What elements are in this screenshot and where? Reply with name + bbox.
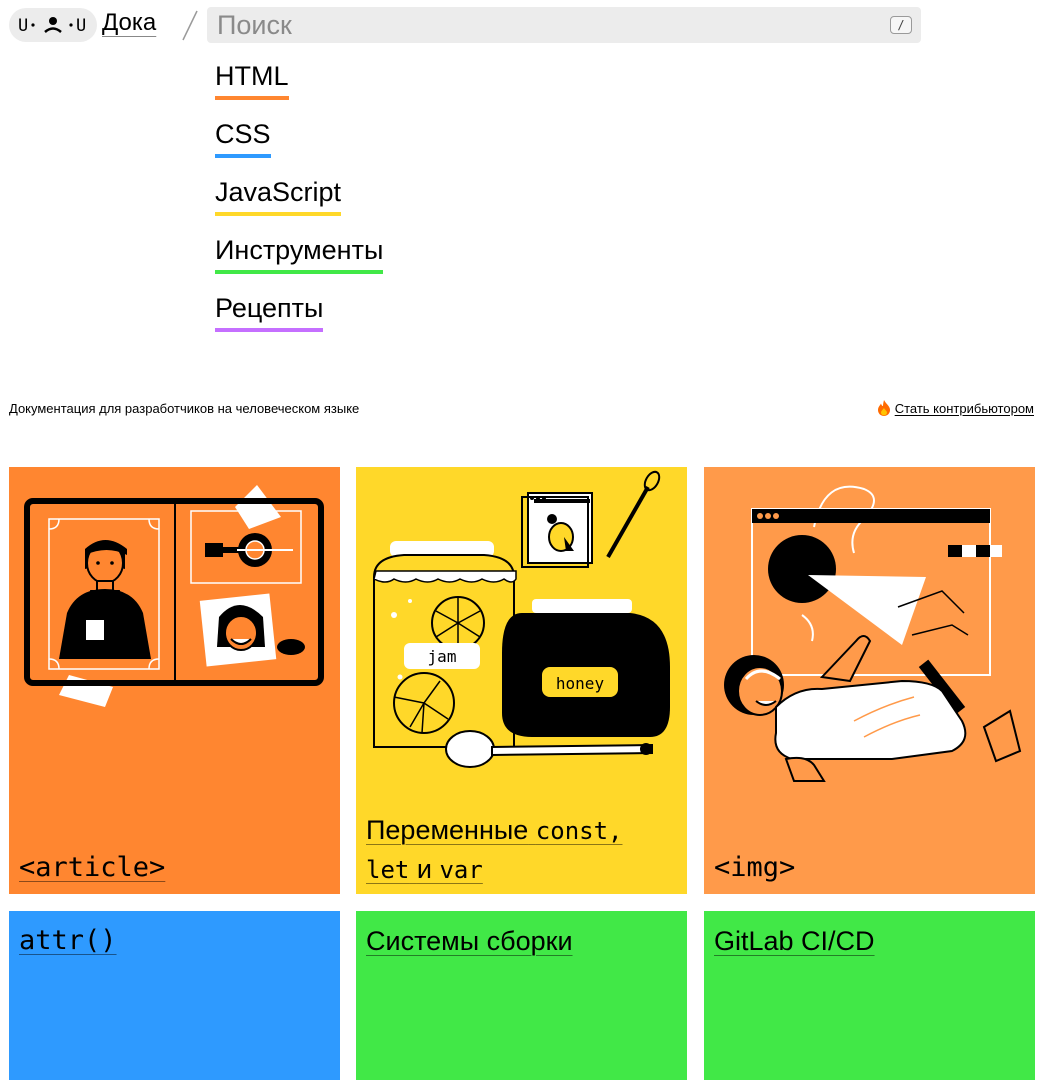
card-title[interactable]: attr() [19,925,117,956]
site-tagline: Документация для разработчиков на челове… [9,401,360,416]
card-build-systems[interactable]: Системы сборки [356,911,687,1080]
site-header: U U Дока / [0,0,1052,50]
svg-text:U: U [76,16,86,35]
nav-link-tools[interactable]: Инструменты [215,234,384,274]
title-code: let [366,856,410,884]
search-shortcut-badge: / [890,16,912,34]
nav-link-html[interactable]: HTML [215,60,289,100]
nav-link-recipes[interactable]: Рецепты [215,292,324,332]
card-variables[interactable]: jam honey Переменные const, let и var [356,467,687,894]
search-input[interactable] [207,7,921,43]
card-img[interactable]: <img> [704,467,1035,894]
contribute-link[interactable]: Стать контрибьютором [877,400,1034,416]
contribute-label: Стать контрибьютором [894,400,1034,416]
title-code: const, [535,817,623,845]
img-illustration [724,485,1022,782]
title-part: и [416,854,432,884]
title-code: var [439,856,483,884]
pot-label: honey [556,674,605,693]
nav-link-javascript[interactable]: JavaScript [215,176,342,216]
title-part: Переменные [366,815,529,845]
logo[interactable]: U U [9,8,97,42]
card-title[interactable]: <img> [714,852,796,883]
card-title[interactable]: GitLab CI/CD [714,926,875,956]
nav-link-css[interactable]: CSS [215,118,271,158]
article-illustration [24,485,324,707]
card-title[interactable]: Системы сборки [366,926,573,956]
card-attr[interactable]: attr() [9,911,340,1080]
breadcrumb-separator-icon [182,10,198,41]
site-name-link[interactable]: Дока [102,9,157,36]
logo-icon: U U [18,16,86,35]
svg-text:U: U [18,16,28,35]
card-gitlab-ci[interactable]: GitLab CI/CD [704,911,1035,1080]
card-title[interactable]: <article> [19,852,166,883]
card-article[interactable]: <article> [9,467,340,894]
jar-label: jam [428,647,457,666]
fire-icon [877,400,890,416]
card-title[interactable]: Переменные const, let и var [366,811,686,889]
jars-illustration: jam honey [373,470,670,768]
